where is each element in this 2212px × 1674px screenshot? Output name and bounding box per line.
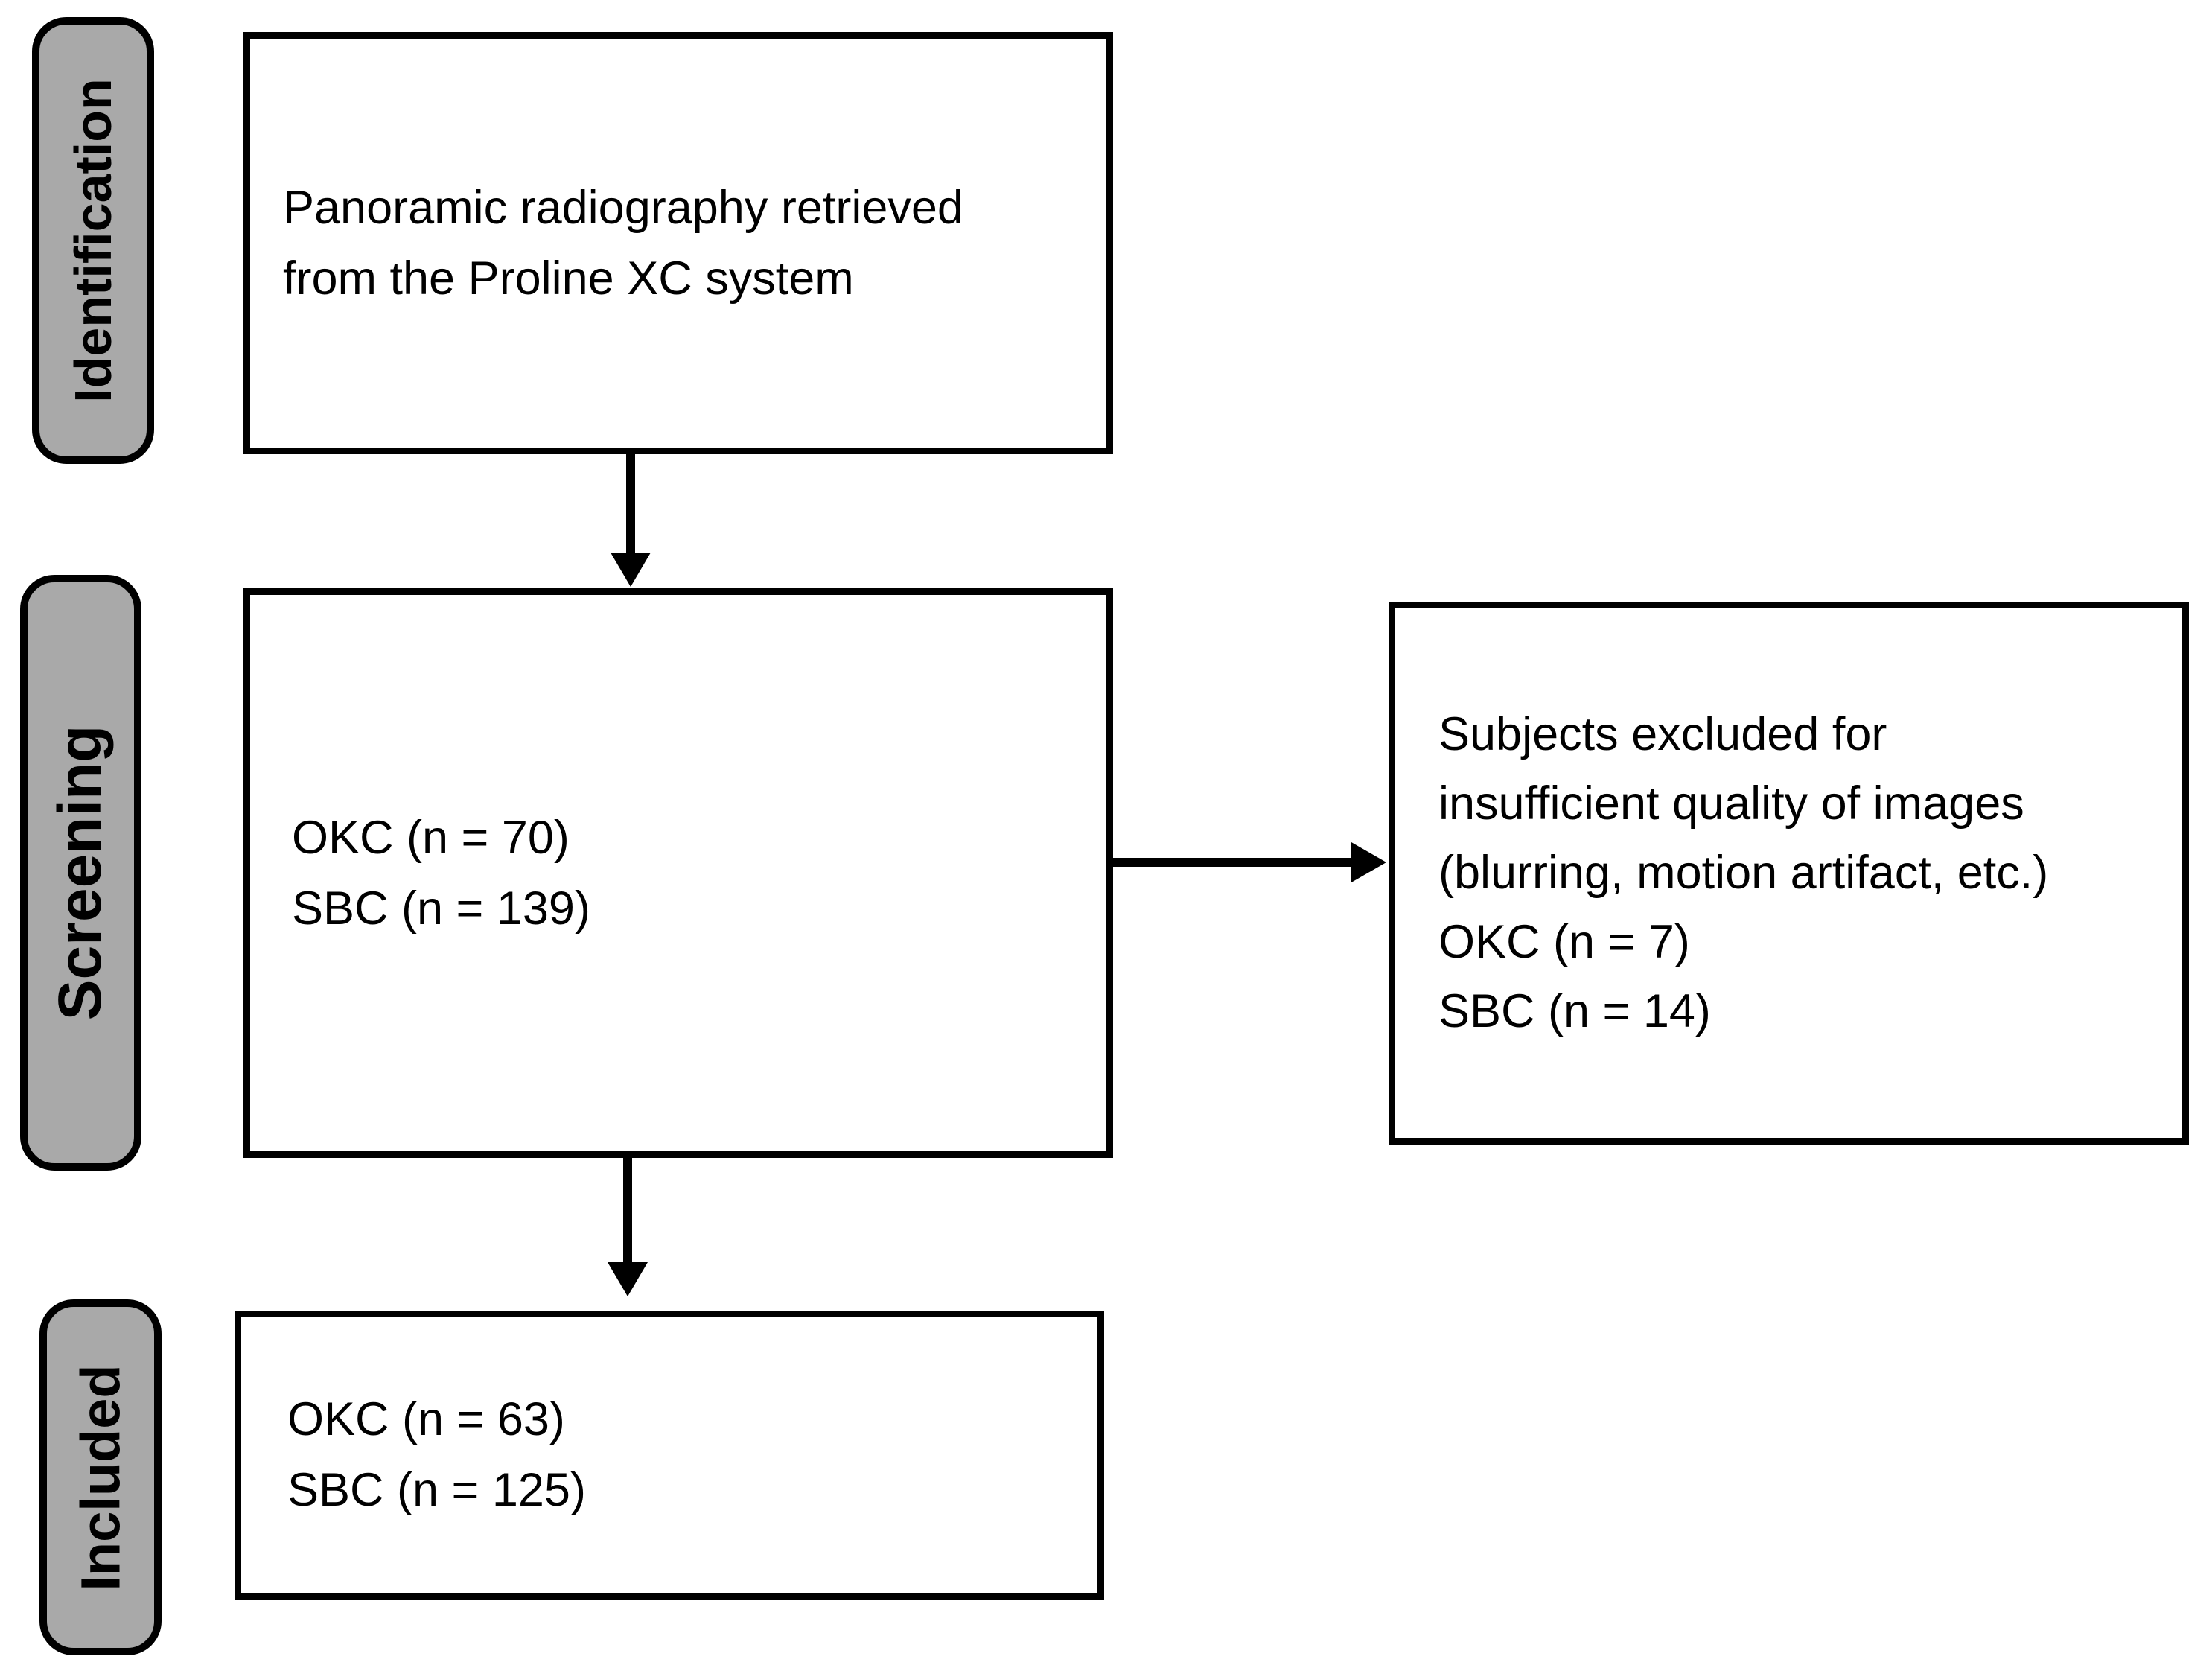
excluded-box-line: insufficient quality of images — [1438, 777, 2024, 830]
stage-label-identification-text: Identification — [64, 78, 122, 403]
excluded-box-line: (blurring, motion artifact, etc.) — [1438, 847, 2049, 899]
screening-box-line: SBC (n = 139) — [292, 882, 590, 935]
arrow-screening-to-excluded-shaft — [1112, 858, 1351, 867]
excluded-box: Subjects excluded for insufficient quali… — [1389, 602, 2189, 1145]
arrow-right-icon — [1351, 842, 1386, 882]
stage-label-included: Included — [39, 1299, 162, 1655]
identification-box-line: Panoramic radiography retrieved — [283, 181, 963, 234]
screening-box-line: OKC (n = 70) — [292, 811, 570, 864]
excluded-box-line: SBC (n = 14) — [1438, 985, 1711, 1037]
arrow-down-icon — [608, 1262, 648, 1296]
arrow-identification-to-screening-shaft — [626, 453, 635, 553]
identification-box-line: from the Proline XC system — [283, 252, 854, 305]
arrow-screening-to-included-shaft — [623, 1158, 632, 1262]
stage-label-screening: Screening — [20, 575, 141, 1171]
included-box: OKC (n = 63) SBC (n = 125) — [235, 1311, 1104, 1600]
included-box-line: SBC (n = 125) — [287, 1464, 586, 1516]
screening-box: OKC (n = 70) SBC (n = 139) — [243, 588, 1113, 1158]
stage-label-identification: Identification — [32, 17, 154, 464]
stage-label-included-text: Included — [69, 1363, 132, 1591]
stage-label-screening-text: Screening — [46, 725, 115, 1021]
arrow-down-icon — [611, 553, 651, 587]
included-box-line: OKC (n = 63) — [287, 1393, 565, 1445]
identification-box: Panoramic radiography retrieved from the… — [243, 32, 1113, 454]
excluded-box-line: OKC (n = 7) — [1438, 916, 1690, 968]
excluded-box-line: Subjects excluded for — [1438, 708, 1887, 760]
